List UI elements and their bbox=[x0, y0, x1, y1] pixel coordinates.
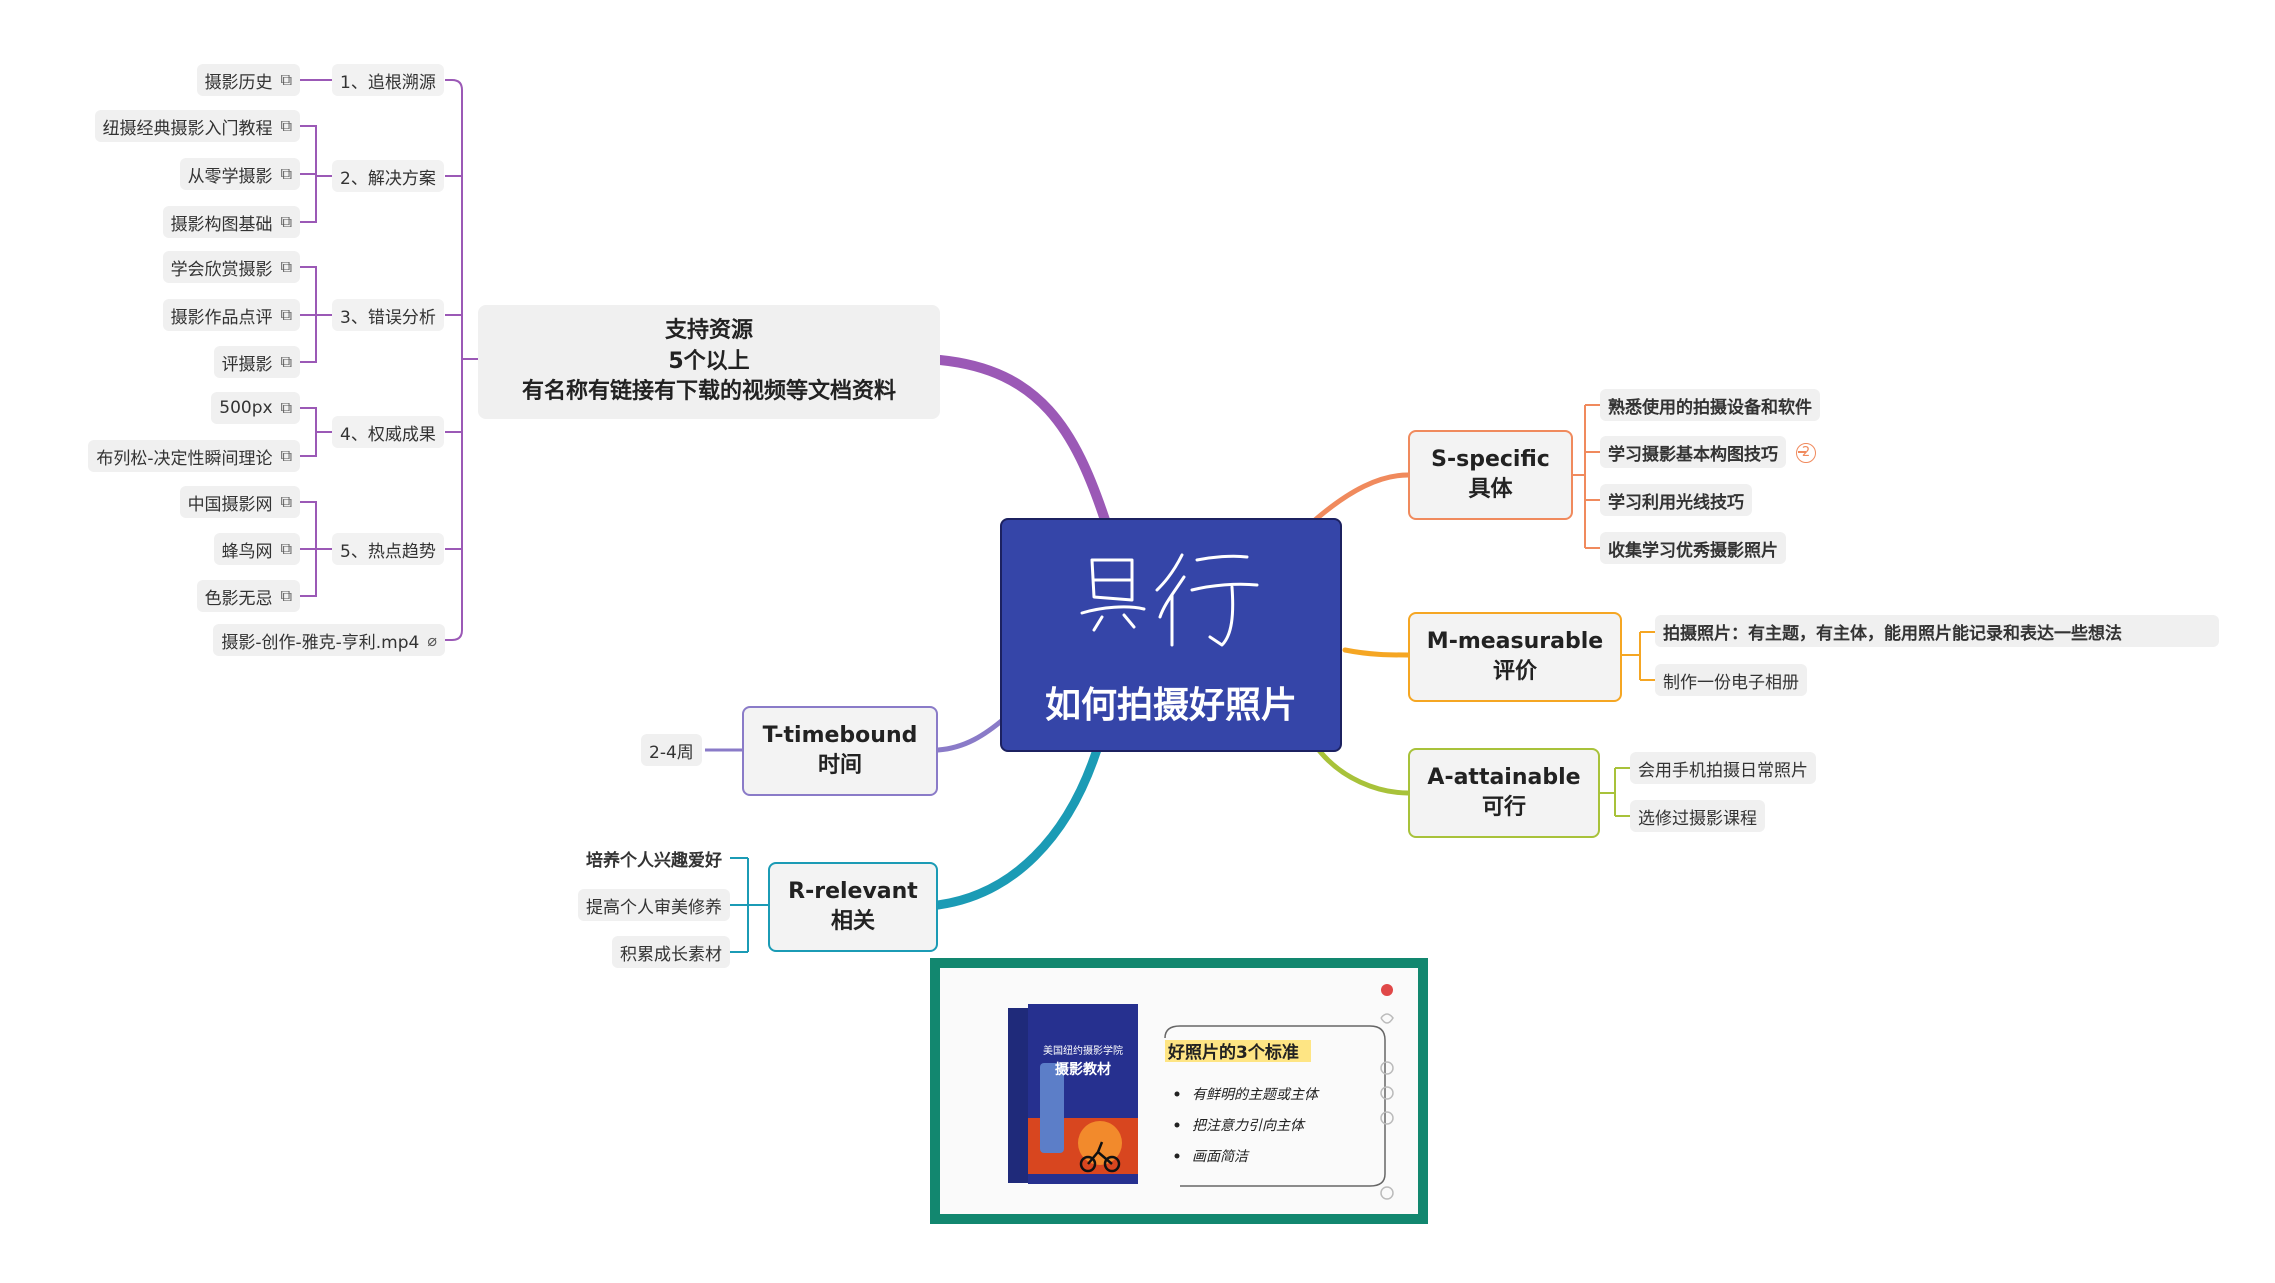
resource-link[interactable]: 布列松-决定性瞬间理论⧉ bbox=[88, 440, 300, 472]
smart-t-node[interactable]: T-timebound 时间 bbox=[742, 706, 938, 796]
embedded-image[interactable]: 美国纽约摄影学院 摄影教材 好照片的3个标准 有鲜明的主题或主体 把注意力引向主… bbox=[930, 958, 1428, 1224]
support-line-2: 5个以上 bbox=[668, 348, 750, 374]
category-authority[interactable]: 4、权威成果 bbox=[332, 416, 444, 448]
link-center-m bbox=[1342, 647, 1411, 658]
resource-link[interactable]: 500px⧉ bbox=[211, 392, 300, 424]
external-link-icon[interactable]: ⧉ bbox=[280, 446, 292, 465]
smart-a-node[interactable]: A-attainable 可行 bbox=[1408, 748, 1600, 838]
link-c3-leaves bbox=[300, 266, 332, 363]
external-link-icon[interactable]: ⧉ bbox=[280, 70, 292, 89]
smart-s-item[interactable]: 学习摄影基本构图技巧 bbox=[1600, 436, 1786, 468]
card-heading: 好照片的3个标准 bbox=[1167, 1042, 1299, 1063]
embedded-image-content: 美国纽约摄影学院 摄影教材 好照片的3个标准 有鲜明的主题或主体 把注意力引向主… bbox=[940, 968, 1418, 1214]
external-link-icon[interactable]: ⧉ bbox=[280, 492, 292, 511]
link-center-r bbox=[933, 735, 1105, 910]
resource-link[interactable]: 纽摄经典摄影入门教程⧉ bbox=[94, 110, 300, 142]
share-icon bbox=[1380, 1111, 1394, 1125]
category-trends[interactable]: 5、热点趋势 bbox=[332, 533, 444, 565]
external-link-icon[interactable]: ⧉ bbox=[280, 539, 292, 558]
category-error-analysis[interactable]: 3、错误分析 bbox=[332, 299, 444, 331]
central-topic[interactable]: 如何拍摄好照片 bbox=[1000, 518, 1342, 752]
smart-s-item[interactable]: 收集学习优秀摄影照片 bbox=[1600, 532, 1786, 564]
smart-r-item[interactable]: 培养个人兴趣爱好 bbox=[586, 850, 722, 871]
book-line-2: 摄影教材 bbox=[1055, 1061, 1111, 1078]
signature-handwriting bbox=[1080, 553, 1259, 647]
resource-link[interactable]: 学会欣赏摄影⧉ bbox=[162, 251, 300, 283]
external-link-icon[interactable]: ⧉ bbox=[280, 212, 292, 231]
smart-a-item[interactable]: 会用手机拍摄日常照片 bbox=[1630, 752, 1816, 784]
external-link-icon[interactable]: ⧉ bbox=[280, 257, 292, 276]
smart-m-node[interactable]: M-measurable 评价 bbox=[1408, 612, 1622, 702]
link-center-s bbox=[1312, 472, 1411, 523]
card-bullet: 把注意力引向主体 bbox=[1192, 1118, 1306, 1134]
book-line-1: 美国纽约摄影学院 bbox=[1043, 1044, 1123, 1057]
resource-link[interactable]: 色影无忌⧉ bbox=[196, 580, 300, 612]
link-center-a bbox=[1312, 742, 1411, 796]
count-badge[interactable]: 2 bbox=[1796, 443, 1816, 463]
smart-r-item[interactable]: 提高个人审美修养 bbox=[578, 889, 730, 921]
smart-s-node[interactable]: S-specific 具体 bbox=[1408, 430, 1573, 520]
central-title: 如何拍摄好照片 bbox=[1044, 685, 1297, 726]
smart-s-item[interactable]: 熟悉使用的拍摄设备和软件 bbox=[1600, 389, 1820, 421]
support-line-3: 有名称有链接有下载的视频等文档资料 bbox=[521, 379, 896, 405]
external-link-icon[interactable]: ⧉ bbox=[280, 398, 292, 417]
resource-link[interactable]: 评摄影⧉ bbox=[213, 346, 300, 378]
resource-link[interactable]: 摄影历史⧉ bbox=[196, 64, 300, 96]
resource-attachment[interactable]: 摄影-创作-雅克-亨利.mp4⌀ bbox=[213, 624, 445, 656]
smart-t-item[interactable]: 2-4周 bbox=[641, 734, 702, 766]
resource-link[interactable]: 蜂鸟网⧉ bbox=[213, 533, 300, 565]
link-support-trunk bbox=[445, 79, 478, 641]
external-link-icon[interactable]: ⧉ bbox=[280, 352, 292, 371]
bicycle-icon bbox=[1079, 1141, 1121, 1173]
paperclip-icon[interactable]: ⌀ bbox=[427, 630, 437, 650]
card-bullet: 画面简洁 bbox=[1192, 1149, 1250, 1165]
card-bullet: 有鲜明的主题或主体 bbox=[1192, 1087, 1320, 1103]
link-c4-leaves bbox=[300, 407, 332, 457]
smart-m-item[interactable]: 制作一份电子相册 bbox=[1655, 664, 1807, 696]
resource-link[interactable]: 摄影作品点评⧉ bbox=[162, 299, 300, 331]
category-solutions[interactable]: 2、解决方案 bbox=[332, 160, 444, 192]
resource-link[interactable]: 摄影构图基础⧉ bbox=[162, 206, 300, 238]
smart-a-item[interactable]: 选修过摄影课程 bbox=[1630, 800, 1765, 832]
more-icon bbox=[1380, 1061, 1394, 1075]
side-toolbar bbox=[1380, 984, 1394, 1200]
record-icon bbox=[1381, 984, 1393, 996]
category-origin[interactable]: 1、追根溯源 bbox=[332, 64, 444, 96]
link-center-t bbox=[935, 715, 1008, 753]
settings-icon bbox=[1380, 1186, 1394, 1200]
support-line-1: 支持资源 bbox=[664, 317, 753, 343]
link-center-support bbox=[935, 355, 1110, 525]
smart-r-item[interactable]: 积累成长素材 bbox=[612, 936, 730, 968]
external-link-icon[interactable]: ⧉ bbox=[280, 305, 292, 324]
smart-r-node[interactable]: R-relevant 相关 bbox=[768, 862, 938, 952]
external-link-icon[interactable]: ⧉ bbox=[280, 164, 292, 183]
resource-link[interactable]: 中国摄影网⧉ bbox=[179, 486, 300, 518]
standards-card: 好照片的3个标准 有鲜明的主题或主体 把注意力引向主体 画面简洁 bbox=[1164, 1025, 1386, 1187]
external-link-icon[interactable]: ⧉ bbox=[280, 116, 292, 135]
heart-icon bbox=[1380, 1013, 1394, 1024]
smart-m-item[interactable]: 拍摄照片：有主题，有主体，能用照片能记录和表达一些想法 bbox=[1655, 615, 2219, 647]
external-link-icon[interactable]: ⧉ bbox=[280, 586, 292, 605]
link-c2-leaves bbox=[300, 125, 332, 223]
resource-link[interactable]: 从零学摄影⧉ bbox=[179, 158, 300, 190]
link-c5-leaves bbox=[300, 501, 332, 597]
smart-s-item[interactable]: 学习利用光线技巧 bbox=[1600, 484, 1752, 516]
support-resources-node[interactable]: 支持资源 5个以上 有名称有链接有下载的视频等文档资料 bbox=[478, 305, 940, 419]
comment-icon bbox=[1380, 1086, 1394, 1100]
book-cover: 美国纽约摄影学院 摄影教材 bbox=[1008, 1004, 1138, 1184]
